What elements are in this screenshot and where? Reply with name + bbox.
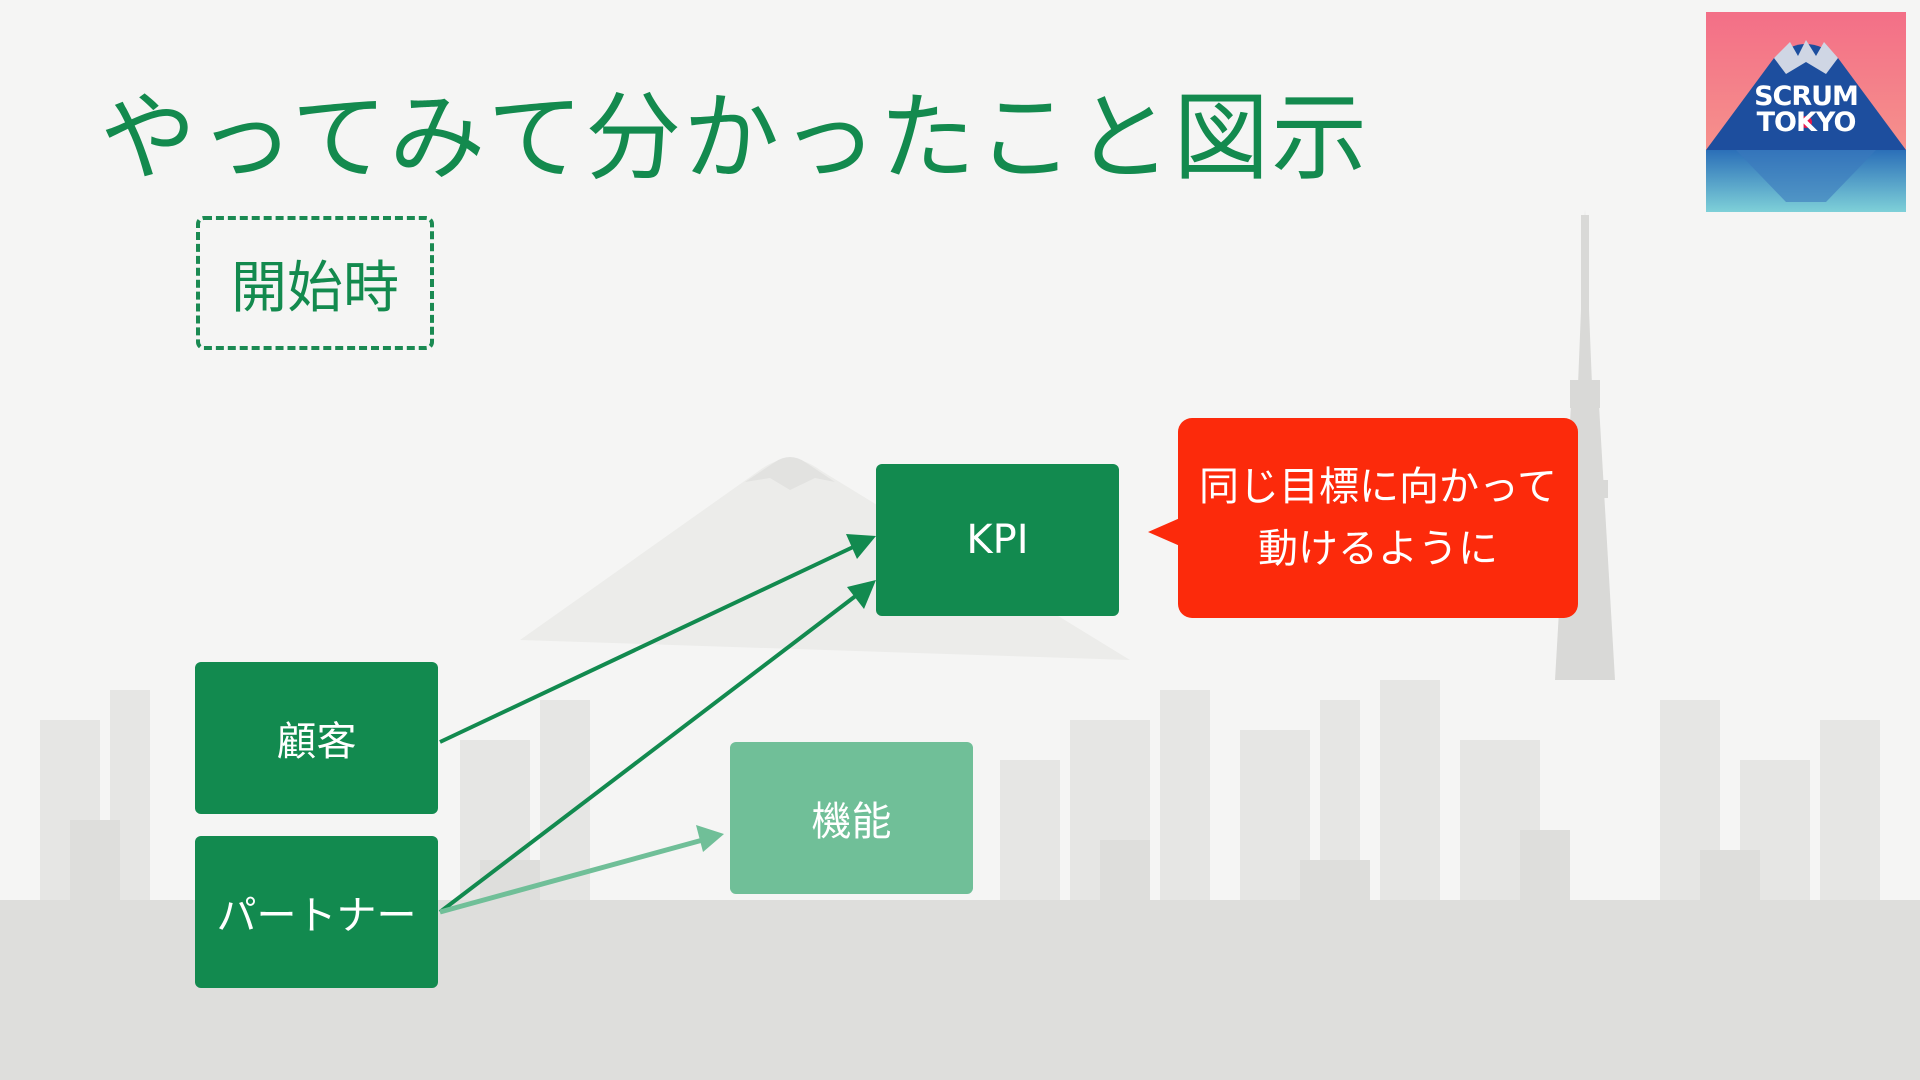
scrum-tokyo-logo: SCRUM TOKYO xyxy=(1706,12,1906,212)
kpi-node: KPI xyxy=(876,464,1119,616)
slide-title: やってみて分かったこと図示 xyxy=(100,82,1370,194)
customer-node: 顧客 xyxy=(195,662,438,814)
callout-line-1: 同じ目標に向かって xyxy=(1199,464,1557,510)
callout-line-2: 動けるように xyxy=(1258,526,1498,572)
mountain-icon xyxy=(1706,12,1906,212)
callout-tail xyxy=(1148,518,1180,546)
stage-label: 開始時 xyxy=(196,216,434,350)
logo-text-line-1: SCRUM xyxy=(1754,81,1859,112)
logo-text-line-2: TOKYO xyxy=(1756,107,1857,138)
partner-node: パートナー xyxy=(195,836,438,988)
feature-node: 機能 xyxy=(730,742,973,894)
callout-box: 同じ目標に向かって 動けるように xyxy=(1178,418,1578,618)
